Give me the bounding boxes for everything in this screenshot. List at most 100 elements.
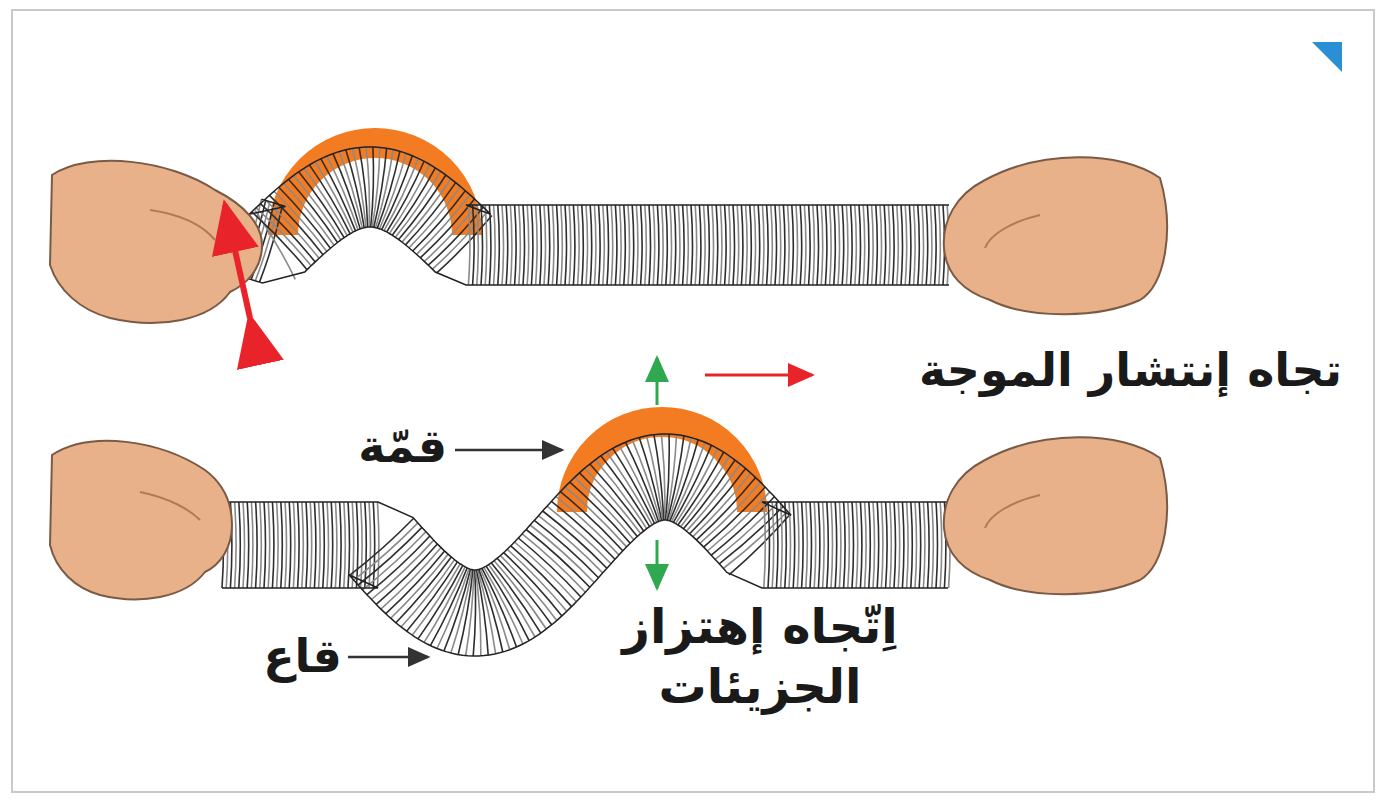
coil bbox=[424, 203, 479, 262]
coil bbox=[783, 205, 785, 285]
coil bbox=[582, 205, 584, 285]
shake-arrow bbox=[225, 205, 250, 318]
part-label: قمّة bbox=[358, 418, 447, 476]
coil bbox=[792, 205, 794, 285]
coil bbox=[306, 502, 308, 588]
coil bbox=[481, 205, 483, 285]
coil bbox=[632, 205, 634, 285]
coil bbox=[547, 506, 611, 564]
coil bbox=[294, 176, 341, 241]
coil bbox=[391, 554, 448, 618]
coil bbox=[620, 205, 622, 285]
coil bbox=[823, 502, 825, 588]
coil bbox=[380, 153, 407, 228]
coil bbox=[830, 205, 832, 285]
coil bbox=[573, 205, 575, 285]
coil bbox=[373, 502, 375, 588]
coil bbox=[818, 502, 820, 588]
coil bbox=[881, 502, 883, 588]
coil bbox=[603, 205, 605, 285]
coil bbox=[932, 502, 934, 588]
coil bbox=[825, 205, 827, 285]
coil bbox=[936, 502, 938, 588]
coil bbox=[498, 205, 500, 285]
coil bbox=[625, 442, 658, 521]
coil bbox=[479, 569, 503, 652]
coil bbox=[556, 497, 619, 555]
coil bbox=[611, 205, 613, 285]
crest-arc bbox=[283, 143, 467, 235]
coil bbox=[260, 204, 315, 262]
coil bbox=[915, 502, 917, 588]
coil bbox=[540, 205, 542, 285]
coil bbox=[243, 502, 245, 588]
coil bbox=[926, 205, 928, 285]
coil bbox=[855, 205, 857, 285]
coil bbox=[353, 149, 366, 228]
coil bbox=[522, 534, 585, 592]
coil bbox=[707, 492, 769, 551]
coil bbox=[781, 502, 783, 588]
coil bbox=[590, 464, 644, 531]
coil bbox=[251, 502, 253, 588]
coil bbox=[737, 205, 739, 285]
coil bbox=[831, 502, 833, 588]
coil bbox=[902, 502, 904, 588]
coil bbox=[476, 570, 481, 656]
coil bbox=[344, 502, 346, 588]
coil bbox=[905, 205, 907, 285]
coil bbox=[636, 205, 638, 285]
coil bbox=[507, 549, 567, 611]
coil bbox=[515, 542, 577, 602]
coil bbox=[477, 205, 479, 285]
finger-lines bbox=[140, 210, 1040, 528]
coil bbox=[768, 502, 770, 588]
coil bbox=[741, 205, 743, 285]
coil bbox=[687, 205, 689, 285]
coil bbox=[867, 205, 869, 285]
coil bbox=[683, 205, 685, 285]
coil bbox=[530, 525, 594, 583]
coil bbox=[569, 205, 571, 285]
coil bbox=[458, 570, 473, 655]
coil bbox=[544, 205, 546, 285]
coil bbox=[909, 205, 911, 285]
coil bbox=[548, 205, 550, 285]
coil bbox=[310, 502, 312, 588]
coil bbox=[437, 215, 492, 273]
coil bbox=[365, 502, 367, 588]
slinky-coils bbox=[222, 147, 950, 656]
coil bbox=[239, 502, 241, 588]
coil bbox=[758, 205, 760, 285]
coil bbox=[235, 502, 237, 588]
coil bbox=[838, 205, 840, 285]
coil bbox=[277, 502, 279, 588]
coil bbox=[289, 502, 291, 588]
coil bbox=[863, 205, 865, 285]
coil bbox=[691, 205, 693, 285]
coil bbox=[641, 205, 643, 285]
coil bbox=[852, 502, 854, 588]
coil bbox=[860, 502, 862, 588]
coil bbox=[911, 502, 913, 588]
coil bbox=[284, 183, 334, 245]
coil bbox=[869, 502, 871, 588]
coil bbox=[750, 205, 752, 285]
coil bbox=[607, 205, 609, 285]
coil bbox=[901, 205, 903, 285]
coil bbox=[531, 205, 533, 285]
coil bbox=[444, 569, 471, 651]
coil bbox=[898, 502, 900, 588]
coil bbox=[432, 211, 487, 269]
coil bbox=[468, 205, 470, 285]
coil bbox=[586, 205, 588, 285]
coil bbox=[939, 205, 941, 285]
coil bbox=[420, 199, 474, 258]
coil bbox=[511, 546, 572, 607]
coil bbox=[914, 205, 916, 285]
coil bbox=[928, 502, 930, 588]
coil bbox=[323, 502, 325, 588]
coil bbox=[466, 570, 474, 656]
coil bbox=[666, 205, 668, 285]
coil bbox=[844, 502, 846, 588]
